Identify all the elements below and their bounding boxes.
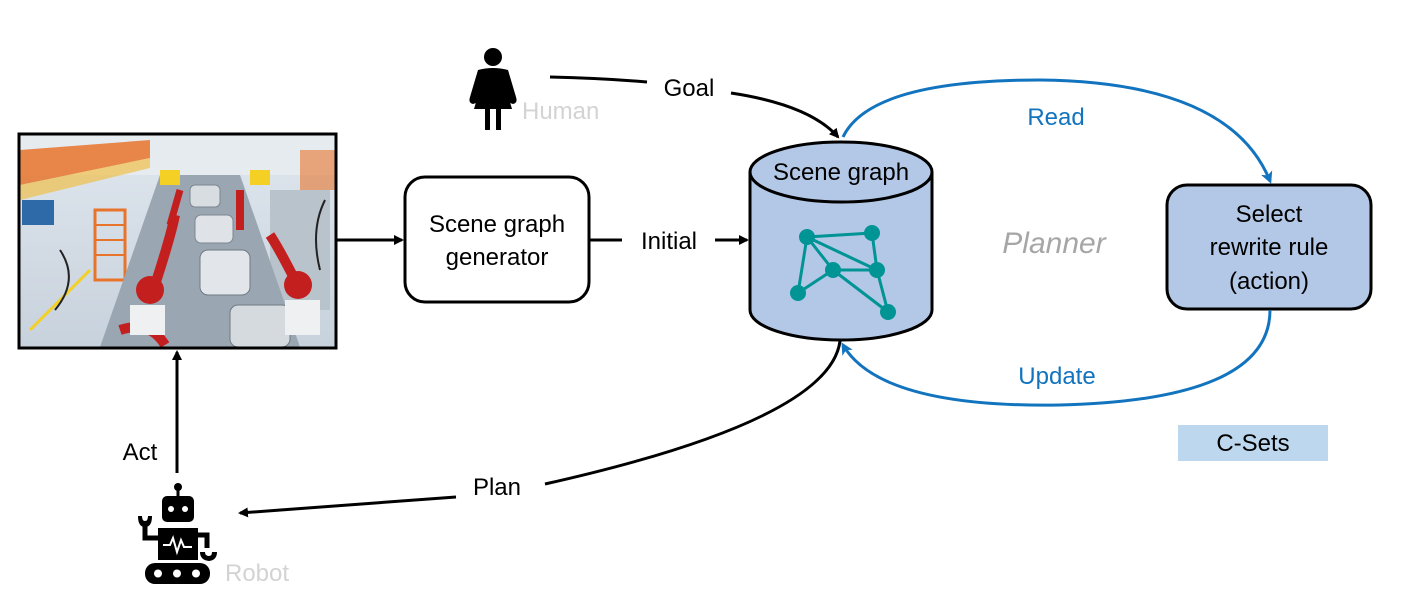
human-label: Human — [522, 98, 599, 125]
act-edge-label: Act — [123, 439, 158, 466]
generator-label-line2: generator — [446, 244, 549, 271]
update-arrow — [841, 309, 1272, 407]
goal-edge-label: Goal — [664, 75, 715, 102]
update-edge-label: Update — [1018, 363, 1095, 390]
csets-badge: C-Sets — [1178, 425, 1328, 461]
rule-label-line1: Select — [1236, 201, 1303, 228]
human-person-icon — [469, 48, 517, 130]
planner-label: Planner — [1002, 227, 1106, 260]
scene-graph-to-plan-line — [544, 340, 842, 486]
robot-label: Robot — [225, 560, 289, 587]
read-arrow — [841, 78, 1273, 184]
rule-label-line2: rewrite rule — [1210, 234, 1329, 261]
plan-to-robot-arrow — [238, 495, 457, 518]
graph-network-icon — [790, 225, 896, 320]
human-to-goal-line — [549, 75, 648, 84]
scene-graph-generator-node: Scene graph generator — [403, 175, 591, 304]
scene-graph-label: Scene graph — [773, 159, 909, 186]
read-edge-label: Read — [1027, 104, 1084, 131]
csets-label: C-Sets — [1216, 430, 1289, 457]
factory-photo — [17, 132, 338, 350]
select-rewrite-rule-node: Select rewrite rule (action) — [1165, 183, 1373, 311]
generator-label-line1: Scene graph — [429, 211, 565, 238]
initial-edge-label: Initial — [641, 228, 697, 255]
plan-edge-label: Plan — [473, 474, 521, 501]
robot-icon — [138, 483, 217, 584]
goal-to-scene-graph-arrow — [730, 91, 840, 139]
scene-graph-database-node: Scene graph — [748, 140, 934, 342]
rule-label-line3: (action) — [1229, 268, 1309, 295]
